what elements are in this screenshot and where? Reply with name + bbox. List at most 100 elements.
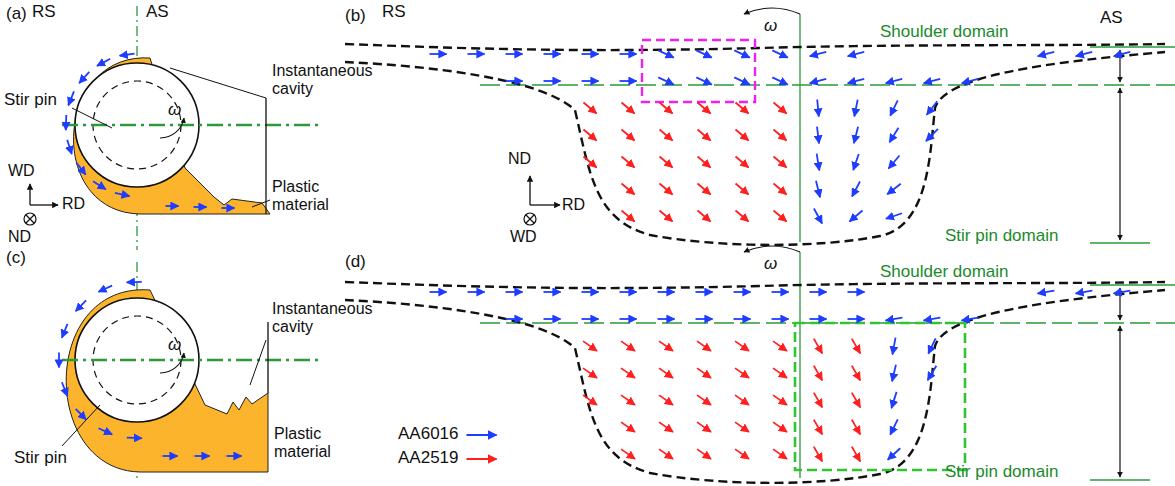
flow-arrow xyxy=(658,291,675,293)
flow-arrow xyxy=(430,53,447,55)
flow-arrow xyxy=(583,341,597,351)
flow-arrow xyxy=(926,129,938,141)
drawing-stroke xyxy=(170,68,266,98)
flow-arrow xyxy=(816,181,820,198)
flow-arrow xyxy=(98,428,112,434)
flow-arrow xyxy=(696,291,713,293)
drawing-stroke xyxy=(267,322,268,393)
flow-arrow xyxy=(430,291,447,293)
flow-arrow xyxy=(582,53,599,55)
flow-arrow xyxy=(621,157,634,168)
flow-arrow xyxy=(1114,291,1131,294)
drawing-stroke xyxy=(29,184,30,205)
drawing-stroke xyxy=(1090,284,1175,285)
flow-arrow xyxy=(659,341,673,351)
flow-arrow xyxy=(962,79,978,83)
drawing-stroke xyxy=(795,323,965,470)
drawing-stroke xyxy=(1090,242,1150,243)
drawing-stroke xyxy=(62,359,318,361)
flow-arrow xyxy=(892,365,896,382)
flow-arrow xyxy=(65,115,67,130)
flow-arrow xyxy=(889,155,900,168)
flow-arrow xyxy=(814,209,822,224)
flow-arrow xyxy=(97,59,110,66)
flow-arrow xyxy=(890,100,898,115)
flow-arrow xyxy=(79,72,89,83)
rotation-symbol: ω xyxy=(168,335,181,355)
flow-arrow xyxy=(659,103,672,114)
flow-arrow xyxy=(506,291,523,293)
flow-arrow xyxy=(817,154,820,171)
flow-arrow xyxy=(887,184,900,194)
flow-arrow xyxy=(891,392,896,408)
flow-arrow xyxy=(659,184,672,195)
flow-arrow xyxy=(735,368,749,378)
drawing-stroke xyxy=(252,200,270,207)
axis-label: RD xyxy=(562,196,585,214)
flow-arrow xyxy=(734,77,749,84)
panel-d xyxy=(345,246,1175,483)
flow-arrow xyxy=(1076,52,1092,56)
flow-arrow xyxy=(697,103,710,114)
flow-arrow xyxy=(227,455,242,457)
side-label: AS xyxy=(1100,8,1123,28)
drawing-stroke xyxy=(160,118,184,138)
flow-arrow xyxy=(773,341,787,351)
flow-arrow xyxy=(962,318,979,321)
drawing-stroke xyxy=(345,52,1165,245)
flow-arrow xyxy=(810,318,827,320)
flow-arrow xyxy=(850,211,863,222)
flow-arrow xyxy=(583,157,596,168)
flow-arrow xyxy=(924,318,941,321)
flow-arrow xyxy=(76,163,85,175)
flow-arrow xyxy=(735,184,748,195)
drawing-stroke xyxy=(530,204,560,205)
drawing-stroke xyxy=(66,290,268,472)
flow-arrow xyxy=(468,291,485,293)
flow-arrow xyxy=(696,318,713,320)
flow-arrow xyxy=(773,395,787,405)
flow-arrow xyxy=(621,368,635,378)
panel-label: (c) xyxy=(6,248,26,268)
flow-arrow xyxy=(810,52,826,56)
flow-arrow xyxy=(1038,291,1055,294)
rotation-symbol: ω xyxy=(764,16,777,36)
panel-a xyxy=(24,6,318,250)
flow-arrow xyxy=(848,52,864,56)
flow-arrow xyxy=(852,420,861,435)
flow-arrow xyxy=(854,127,858,143)
drawing-stroke xyxy=(642,40,755,102)
axis-label: RD xyxy=(62,195,85,213)
flow-arrow xyxy=(544,318,561,320)
flow-arrow xyxy=(659,368,673,378)
flow-arrow xyxy=(544,80,561,82)
axis-label: WD xyxy=(510,228,537,246)
flow-arrow xyxy=(886,79,902,83)
flow-arrow xyxy=(852,339,861,354)
flow-arrow xyxy=(544,291,561,293)
domain-label: Stir pin domain xyxy=(945,226,1058,246)
flow-arrow xyxy=(583,130,596,141)
flow-arrow xyxy=(1114,52,1130,56)
flow-arrow xyxy=(772,318,789,320)
drawing-stroke xyxy=(265,98,266,214)
legend-text: AA2519 xyxy=(398,448,459,468)
side-label: RS xyxy=(32,2,56,22)
flow-arrow xyxy=(582,80,599,82)
flow-arrow xyxy=(583,368,597,378)
flow-arrow xyxy=(1038,52,1054,56)
drawing-stroke xyxy=(480,84,1175,85)
drawing-stroke xyxy=(74,58,270,214)
flow-arrow xyxy=(928,366,937,381)
drawing-stroke xyxy=(62,124,318,126)
domain-label: Stir pin domain xyxy=(945,462,1058,482)
flow-arrow xyxy=(735,395,749,405)
flow-arrow xyxy=(93,181,106,189)
flow-arrow xyxy=(697,449,711,459)
drawing-stroke xyxy=(72,108,112,128)
flow-arrow xyxy=(814,366,823,381)
flow-arrow xyxy=(621,422,635,432)
flow-arrow xyxy=(773,130,786,141)
flow-arrow xyxy=(696,50,711,57)
